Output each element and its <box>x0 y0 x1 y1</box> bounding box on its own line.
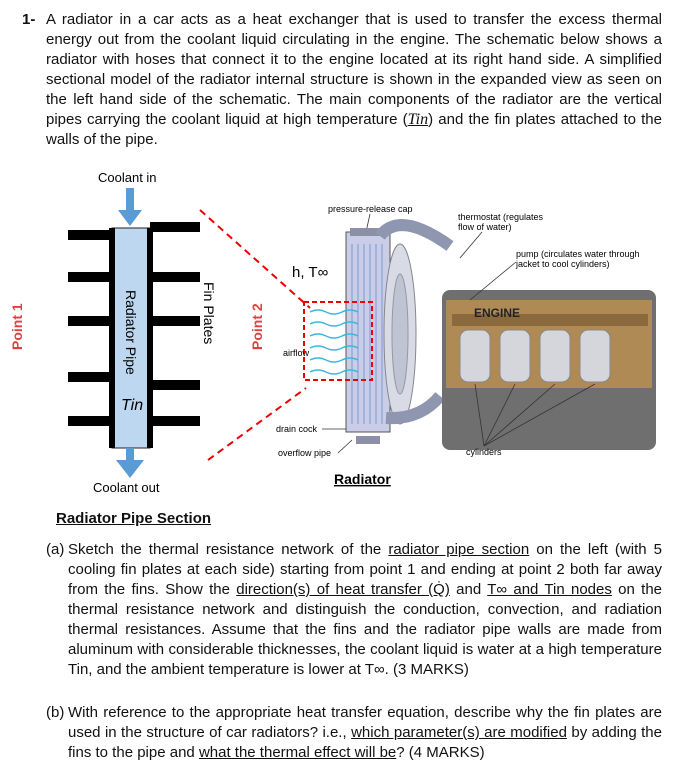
radiator-caption: Radiator <box>334 471 391 487</box>
part-a: (a) Sketch the thermal resistance networ… <box>46 540 662 680</box>
thermostat-label-1: thermostat (regulates <box>458 212 544 222</box>
point1-label: Point 1 <box>9 303 25 350</box>
drain-cock-label: drain cock <box>276 424 318 434</box>
airflow-label: airflow <box>283 348 310 358</box>
pump-label-1: pump (circulates water through <box>516 249 640 259</box>
engine-block <box>442 290 656 450</box>
coolant-out-label: Coolant out <box>93 480 160 495</box>
cylinders-label: cylinders <box>466 447 502 457</box>
section-title: Radiator Pipe Section <box>56 510 212 527</box>
coolant-in-label: Coolant in <box>98 170 157 185</box>
fins-left <box>68 230 112 426</box>
coolant-in-arrow <box>118 188 142 226</box>
overflow-pipe-label: overflow pipe <box>278 448 331 458</box>
problem-text: A radiator in a car acts as a heat excha… <box>46 11 662 148</box>
fin-plates-label: Fin Plates <box>201 282 217 344</box>
tin-symbol: Tin <box>407 111 429 128</box>
part-b: (b) With reference to the appropriate he… <box>46 703 662 763</box>
fins-right <box>150 222 200 426</box>
point2-label: Point 2 <box>249 303 265 350</box>
radiator-pipe <box>111 227 151 449</box>
part-b-text: With reference to the appropriate heat t… <box>68 704 662 761</box>
part-b-label: (b) <box>46 704 65 721</box>
thermostat-label-2: flow of water) <box>458 222 512 232</box>
engine-label: ENGINE <box>474 306 520 320</box>
problem-number: 1- <box>22 11 36 28</box>
radiator-pipe-label: Radiator Pipe <box>123 290 139 375</box>
coolant-out-arrow <box>116 448 144 478</box>
part-a-label: (a) <box>46 541 65 558</box>
radiator-body <box>345 228 391 444</box>
h-tinf-label: h, T∞ <box>292 264 329 281</box>
pressure-cap-label: pressure-release cap <box>328 204 413 214</box>
part-a-text: Sketch the thermal resistance network of… <box>68 541 663 678</box>
radiator-figure: Coolant in Radiator Pipe Tin Fin Plates … <box>9 170 656 495</box>
pump-label-2: jacket to cool cylinders) <box>515 259 610 269</box>
tin-label: Tin <box>121 397 143 414</box>
problem-statement: 1- A radiator in a car acts as a heat ex… <box>22 10 662 150</box>
